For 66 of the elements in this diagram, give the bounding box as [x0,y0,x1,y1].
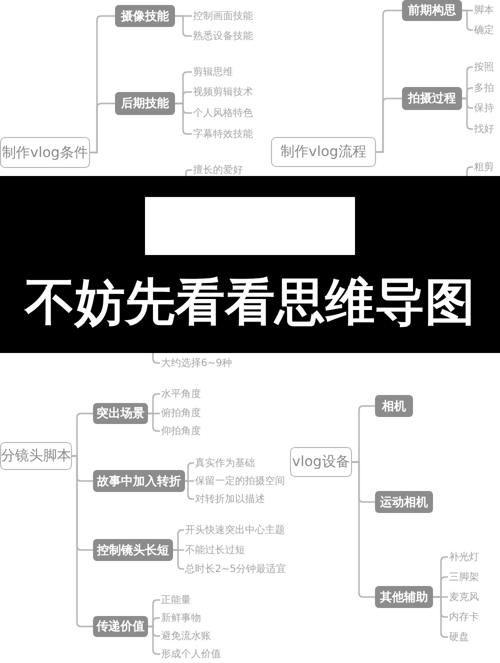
subtopic-box: 相机 [375,395,413,417]
topic-box: vlog设备 [290,447,352,477]
leaf-text: 不能过长过短 [184,543,246,557]
connector-line [148,626,160,655]
subtopic-box: 控制镜头长短 [93,539,173,561]
connector-line [175,15,192,37]
subtopic-box: 运动相机 [375,491,433,513]
leaf-text: 确定 [473,23,495,37]
leaf-text: 避免流水账 [160,629,212,643]
leaf-text: 脚本 [473,3,495,17]
connector-line [72,455,93,628]
connector-line [175,102,192,135]
leaf-text: 控制画面技能 [192,9,254,23]
leaf-text: 个人风格特色 [192,106,254,120]
connector-line [376,98,402,153]
connector-line [173,549,184,570]
leaf-text: 粗剪 [473,160,495,174]
subtopic-box: 传递价值 [93,616,148,637]
leaf-text: 保持 [473,101,495,115]
leaf-text: 找好 [473,122,495,136]
subtopic-box: 前期构思 [402,0,462,21]
subtopic-box: 摄像技能 [115,5,175,27]
connector-line [90,102,115,154]
leaf-text: 内存卡 [448,610,480,624]
leaf-text: 擅长的爱好 [192,163,244,177]
leaf-text: 按照 [473,60,495,74]
subtopic-box: 其他辅助 [375,586,433,608]
leaf-text: 仰拍角度 [160,424,202,438]
connector-line [433,596,448,638]
connector-line [185,169,192,176]
connector-line [185,462,194,482]
leaf-text: 字幕特效技能 [192,127,254,141]
leaf-text: 真实作为基础 [194,456,256,470]
leaf-text: 补光灯 [448,550,480,564]
leaf-text: 水平角度 [160,387,202,401]
topic-box: 分镜头脚本 [0,442,72,470]
leaf-text: 多拍 [473,81,495,95]
subtopic-box: 后期技能 [115,92,175,115]
leaf-text: 正能量 [160,593,192,607]
topic-box: 制作vlog条件 [0,137,90,168]
leaf-text: 麦克风 [448,590,480,604]
leaf-text: 剪辑思维 [192,65,234,79]
connector-line [462,98,473,130]
subtopic-box: 故事中加入转折 [93,470,185,492]
leaf-text: 形成个人价值 [160,647,222,661]
leaf-text: 三脚架 [448,570,480,584]
topic-box: 制作vlog流程 [271,137,376,167]
leaf-text: 视频剪辑技术 [192,85,254,99]
banner-title: 不妨先看看思维导图 [23,272,476,333]
leaf-text: 大约选择6~9种 [160,356,234,370]
leaf-text: 对转折加以描述 [194,492,266,506]
leaf-text: 硬盘 [448,630,470,644]
leaf-text: 保留一定的拍摄空间 [194,474,286,488]
subtopic-box: 突出场景 [93,403,148,424]
leaf-text: 总时长2~5分钟最适宜 [184,562,288,576]
leaf-text: 俯拍角度 [160,406,202,420]
connector-line [466,166,473,176]
leaf-text: 开头快速突出中心主题 [184,523,286,537]
connector-line [148,412,160,432]
connector-line [352,461,375,598]
connector-line [185,480,194,500]
leaf-text: 熟悉设备技能 [192,29,254,43]
connector-line [152,353,160,364]
subtopic-box: 拍摄过程 [402,87,462,110]
connector-line [462,10,473,31]
leaf-text: 新鲜事物 [160,611,202,625]
